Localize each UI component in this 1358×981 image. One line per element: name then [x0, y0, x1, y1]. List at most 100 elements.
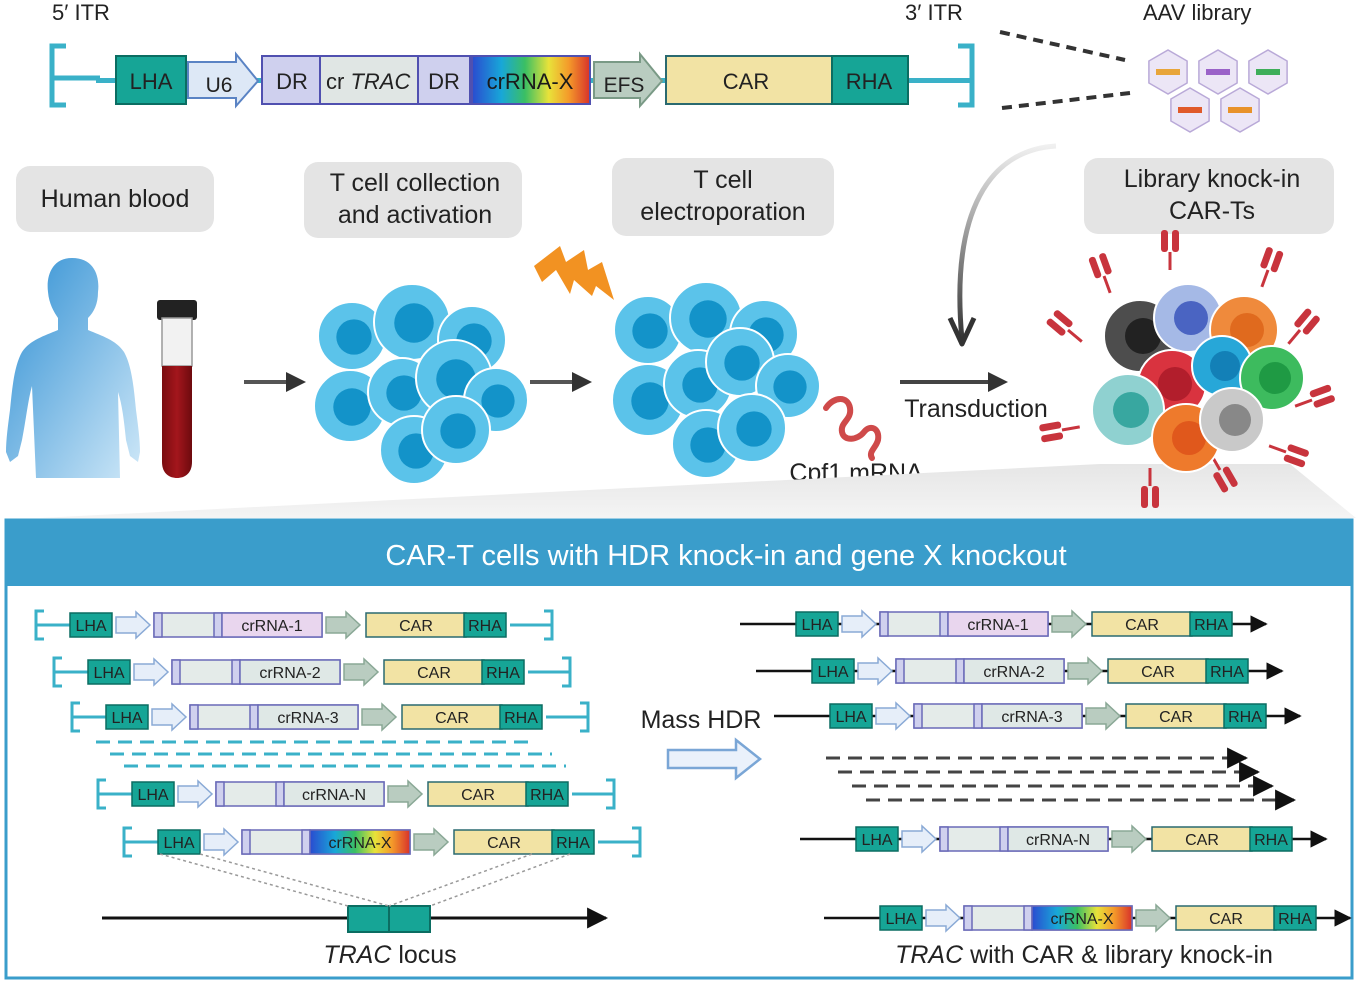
- crrna-box: [1031, 905, 1133, 931]
- human-blood-bubble: [16, 166, 214, 232]
- car-label: CAR: [435, 710, 469, 727]
- dr-repeat: [189, 704, 199, 730]
- dr-repeat: [879, 611, 889, 637]
- car-receptor-icon: [1268, 444, 1309, 468]
- tcell-collection-line1: T cell collection: [330, 169, 500, 197]
- u6-promoter-arrow: [187, 51, 260, 109]
- dr-repeat: [913, 703, 923, 729]
- car-receptor-icon: [1088, 253, 1112, 294]
- efs-arrow: [325, 610, 362, 640]
- rha-label: RHA: [468, 618, 502, 635]
- zoom-fan: [40, 464, 1356, 518]
- library-cart-line1: Library knock-in: [1124, 165, 1300, 193]
- car-receptor-icon: [1141, 468, 1159, 508]
- lha-box: [105, 704, 149, 730]
- blood-tube-icon: [157, 300, 197, 478]
- cart-cell-nucleus: [1174, 301, 1208, 335]
- car-box: [383, 659, 485, 685]
- rha-label: RHA: [846, 69, 893, 94]
- cart-cell-nucleus: [1210, 351, 1240, 381]
- lha-box: [87, 659, 131, 685]
- receptor-chain: [1309, 384, 1332, 398]
- cart-cell-nucleus: [1259, 362, 1291, 394]
- crrna-label: crRNA-1: [967, 617, 1028, 634]
- car-label: CAR: [487, 835, 521, 852]
- aav-library-label: AAV library: [1143, 0, 1251, 25]
- itr-icon: [606, 778, 616, 810]
- electroporation-bubble: [612, 158, 834, 236]
- u6-arrow: [901, 824, 938, 854]
- crrna-box: [257, 704, 359, 730]
- lha-label: LHA: [835, 709, 866, 726]
- cart-cell-nucleus: [1230, 313, 1264, 347]
- car-label: CAR: [1209, 911, 1243, 928]
- tcell-nucleus: [336, 319, 372, 355]
- curved-arrow-head: [947, 316, 977, 347]
- efs-arrow: [343, 657, 380, 687]
- dr2-box: [417, 55, 471, 105]
- dr1-box: [261, 55, 321, 105]
- tcell-nucleus: [440, 413, 476, 449]
- efs-arrow: [1135, 903, 1172, 933]
- car-receptor-icon: [1294, 384, 1335, 408]
- receptor-chain: [1141, 486, 1148, 508]
- tcell-collection-line2: and activation: [338, 201, 492, 229]
- u6-arrow: [925, 903, 962, 933]
- rha-box: [831, 55, 909, 105]
- rha-label: RHA: [1194, 617, 1228, 634]
- dr-repeat: [939, 611, 949, 637]
- lha-box: [879, 905, 923, 931]
- cart-cell-nucleus: [1125, 318, 1161, 354]
- crrna-label: crRNA-X: [328, 835, 391, 852]
- left-itr-icon: [49, 43, 100, 108]
- car-receptor-icon: [1260, 247, 1284, 288]
- receptor-chain: [1283, 454, 1306, 468]
- lha-label: LHA: [111, 710, 142, 727]
- rha-box: [499, 704, 543, 730]
- library-cart-line2: CAR-Ts: [1169, 197, 1255, 225]
- lha-box: [115, 55, 187, 105]
- car-receptor-icon: [1039, 421, 1080, 443]
- rha-label: RHA: [556, 835, 590, 852]
- hdr-panel: CAR-T cells with HDR knock-in and gene X…: [4, 518, 1354, 980]
- rha-box: [481, 659, 525, 685]
- u6-arrow: [133, 657, 170, 687]
- receptor-chain: [1039, 421, 1062, 432]
- human-blood-label: Human blood: [41, 185, 190, 213]
- car-receptor-icon: [1046, 310, 1083, 343]
- car-box: [1107, 658, 1209, 684]
- efs-label: EFS: [604, 74, 645, 97]
- transduction-label: Transduction: [904, 395, 1048, 423]
- receptor-stalk: [1294, 398, 1313, 408]
- dr-repeat: [1023, 905, 1033, 931]
- cart-cell-nucleus: [1158, 367, 1192, 401]
- lha-box: [855, 826, 899, 852]
- u6-label: U6: [206, 74, 233, 97]
- rha-label: RHA: [504, 710, 538, 727]
- dr-repeat: [231, 659, 241, 685]
- lha-label: LHA: [885, 911, 916, 928]
- crrna-label: crRNA-N: [1026, 832, 1090, 849]
- receptor-chain: [1270, 250, 1284, 273]
- crrna-box: [221, 612, 323, 638]
- dr1-label: DR: [276, 69, 308, 94]
- rha-box: [1189, 611, 1233, 637]
- receptor-chain: [1053, 310, 1073, 328]
- lha-label: LHA: [137, 787, 168, 804]
- crrna-box: [239, 659, 341, 685]
- cart-cell-nucleus: [1172, 421, 1206, 455]
- panel-title-band: [6, 520, 1352, 586]
- receptor-chain: [1172, 230, 1179, 252]
- receptor-chain: [1294, 308, 1312, 328]
- rha-box: [1249, 826, 1293, 852]
- efs-arrow: [1085, 701, 1122, 731]
- receptor-chain: [1041, 432, 1064, 443]
- car-receptor-icon: [1161, 230, 1179, 270]
- receptor-chain: [1260, 247, 1273, 269]
- rha-box: [525, 781, 569, 807]
